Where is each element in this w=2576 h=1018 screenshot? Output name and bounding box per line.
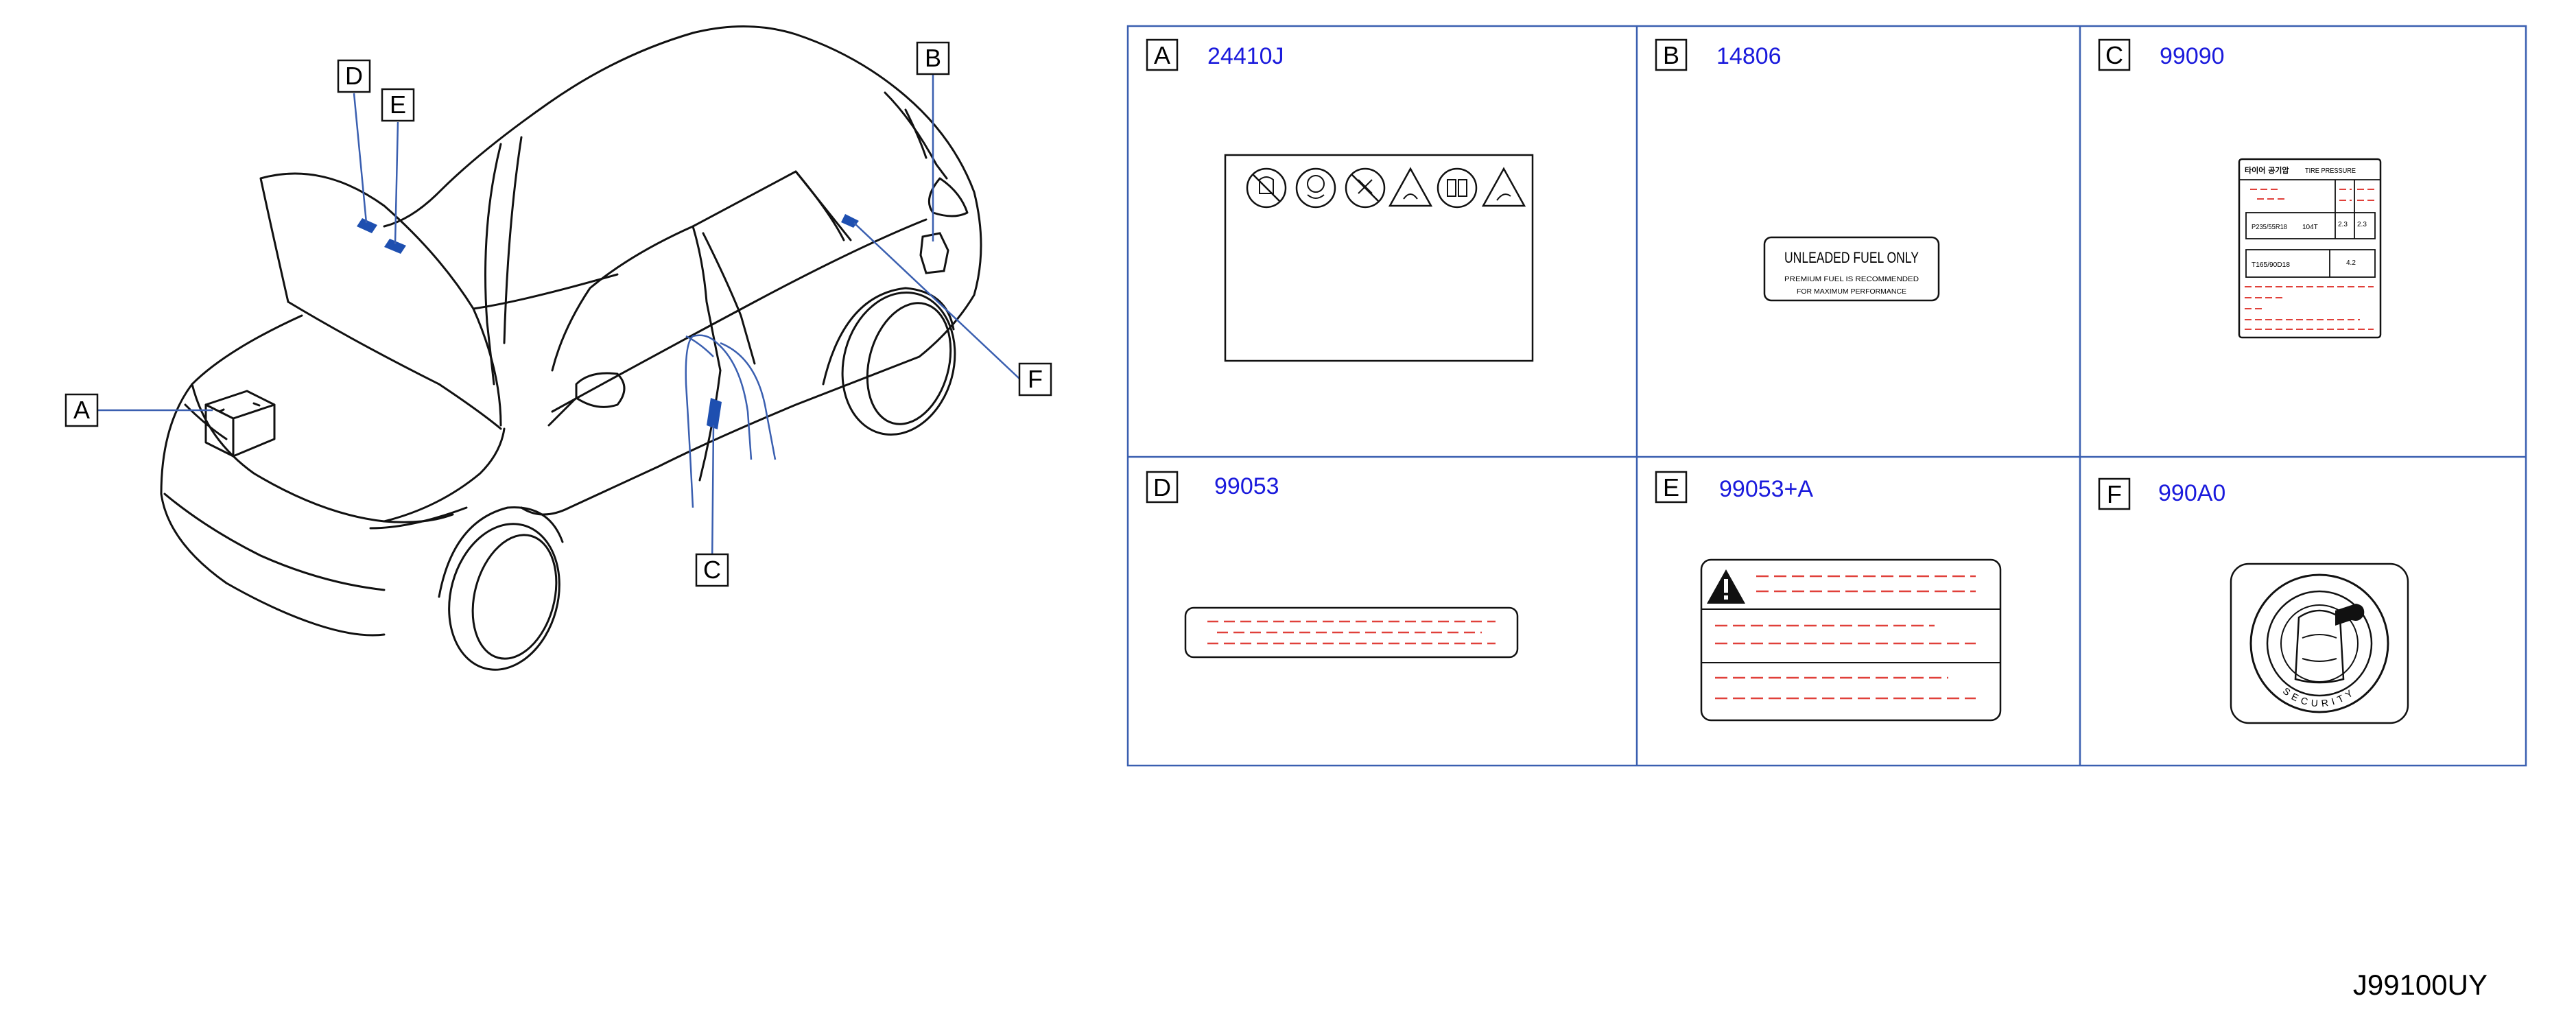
fuel-label-line1: PREMIUM FUEL IS RECOMMENDED	[1784, 276, 1919, 283]
fuel-label-line2: FOR MAXIMUM PERFORMANCE	[1797, 288, 1906, 296]
label-spot-d	[357, 218, 377, 233]
car-silhouette-icon	[2294, 609, 2345, 684]
fuel-label: UNLEADED FUEL ONLY PREMIUM FUEL IS RECOM…	[1763, 236, 1940, 302]
callout-f: F	[1028, 365, 1043, 393]
tire-pressure-1a: 2.3	[2338, 221, 2348, 228]
panel-e-letter: E	[1663, 473, 1679, 501]
panel-a-letter: A	[1154, 41, 1170, 69]
panel-b-letter: B	[1663, 41, 1679, 69]
label-spot-e	[384, 239, 406, 254]
callout-b: B	[925, 44, 941, 72]
battery-warning-label	[1224, 154, 1534, 362]
tire-label-red-text	[2245, 189, 2375, 330]
vehicle-illustration	[160, 25, 982, 671]
callout-d: D	[345, 62, 363, 90]
leader-lines	[97, 74, 1020, 570]
panel-d-part-number: 99053	[1214, 473, 1279, 499]
panel-f-part-number: 990A0	[2158, 480, 2225, 506]
warning-symbol-icons	[1259, 175, 1511, 201]
panel-d-letter: D	[1153, 473, 1171, 501]
panel-c-part-number: 99090	[2160, 43, 2225, 69]
panel-f-letter: F	[2107, 480, 2122, 508]
label-spot-c	[707, 398, 722, 429]
callout-e: E	[390, 91, 406, 119]
label-panel-grid	[1126, 25, 2527, 767]
fuel-label-title: UNLEADED FUEL ONLY	[1784, 249, 1919, 266]
panel-a-part-number: 24410J	[1207, 43, 1284, 69]
tire-load-1: 104T	[2302, 224, 2318, 231]
tire-label-korean: 타이어 공기압	[2245, 165, 2289, 175]
callout-c: C	[703, 556, 721, 584]
security-label: SECURITY	[2230, 563, 2409, 724]
fuel-lid	[919, 232, 949, 274]
hood-label-d	[1184, 606, 1519, 659]
tire-size-1: P235/55R18	[2252, 224, 2287, 231]
tire-pressure-2: 4.2	[2346, 259, 2356, 267]
key-icon	[2335, 604, 2365, 626]
tire-label-title: TIRE PRESSURE	[2305, 167, 2356, 175]
panel-c-letter: C	[2105, 41, 2123, 69]
document-id: J99100UY	[2353, 969, 2488, 1001]
panel-b-part-number: 14806	[1716, 43, 1782, 69]
label-highlights	[357, 214, 859, 429]
hood-caution-label-e	[1700, 558, 2002, 722]
tire-pressure-1b: 2.3	[2357, 221, 2367, 228]
callout-boxes	[64, 41, 1052, 587]
callout-a: A	[73, 396, 90, 424]
tire-size-2: T165/90D18	[2252, 261, 2290, 269]
panel-e-part-number: 99053+A	[1719, 476, 1813, 502]
tire-pressure-label: 타이어 공기압 TIRE PRESSURE P235/55R18 104T 2.…	[2238, 158, 2382, 339]
